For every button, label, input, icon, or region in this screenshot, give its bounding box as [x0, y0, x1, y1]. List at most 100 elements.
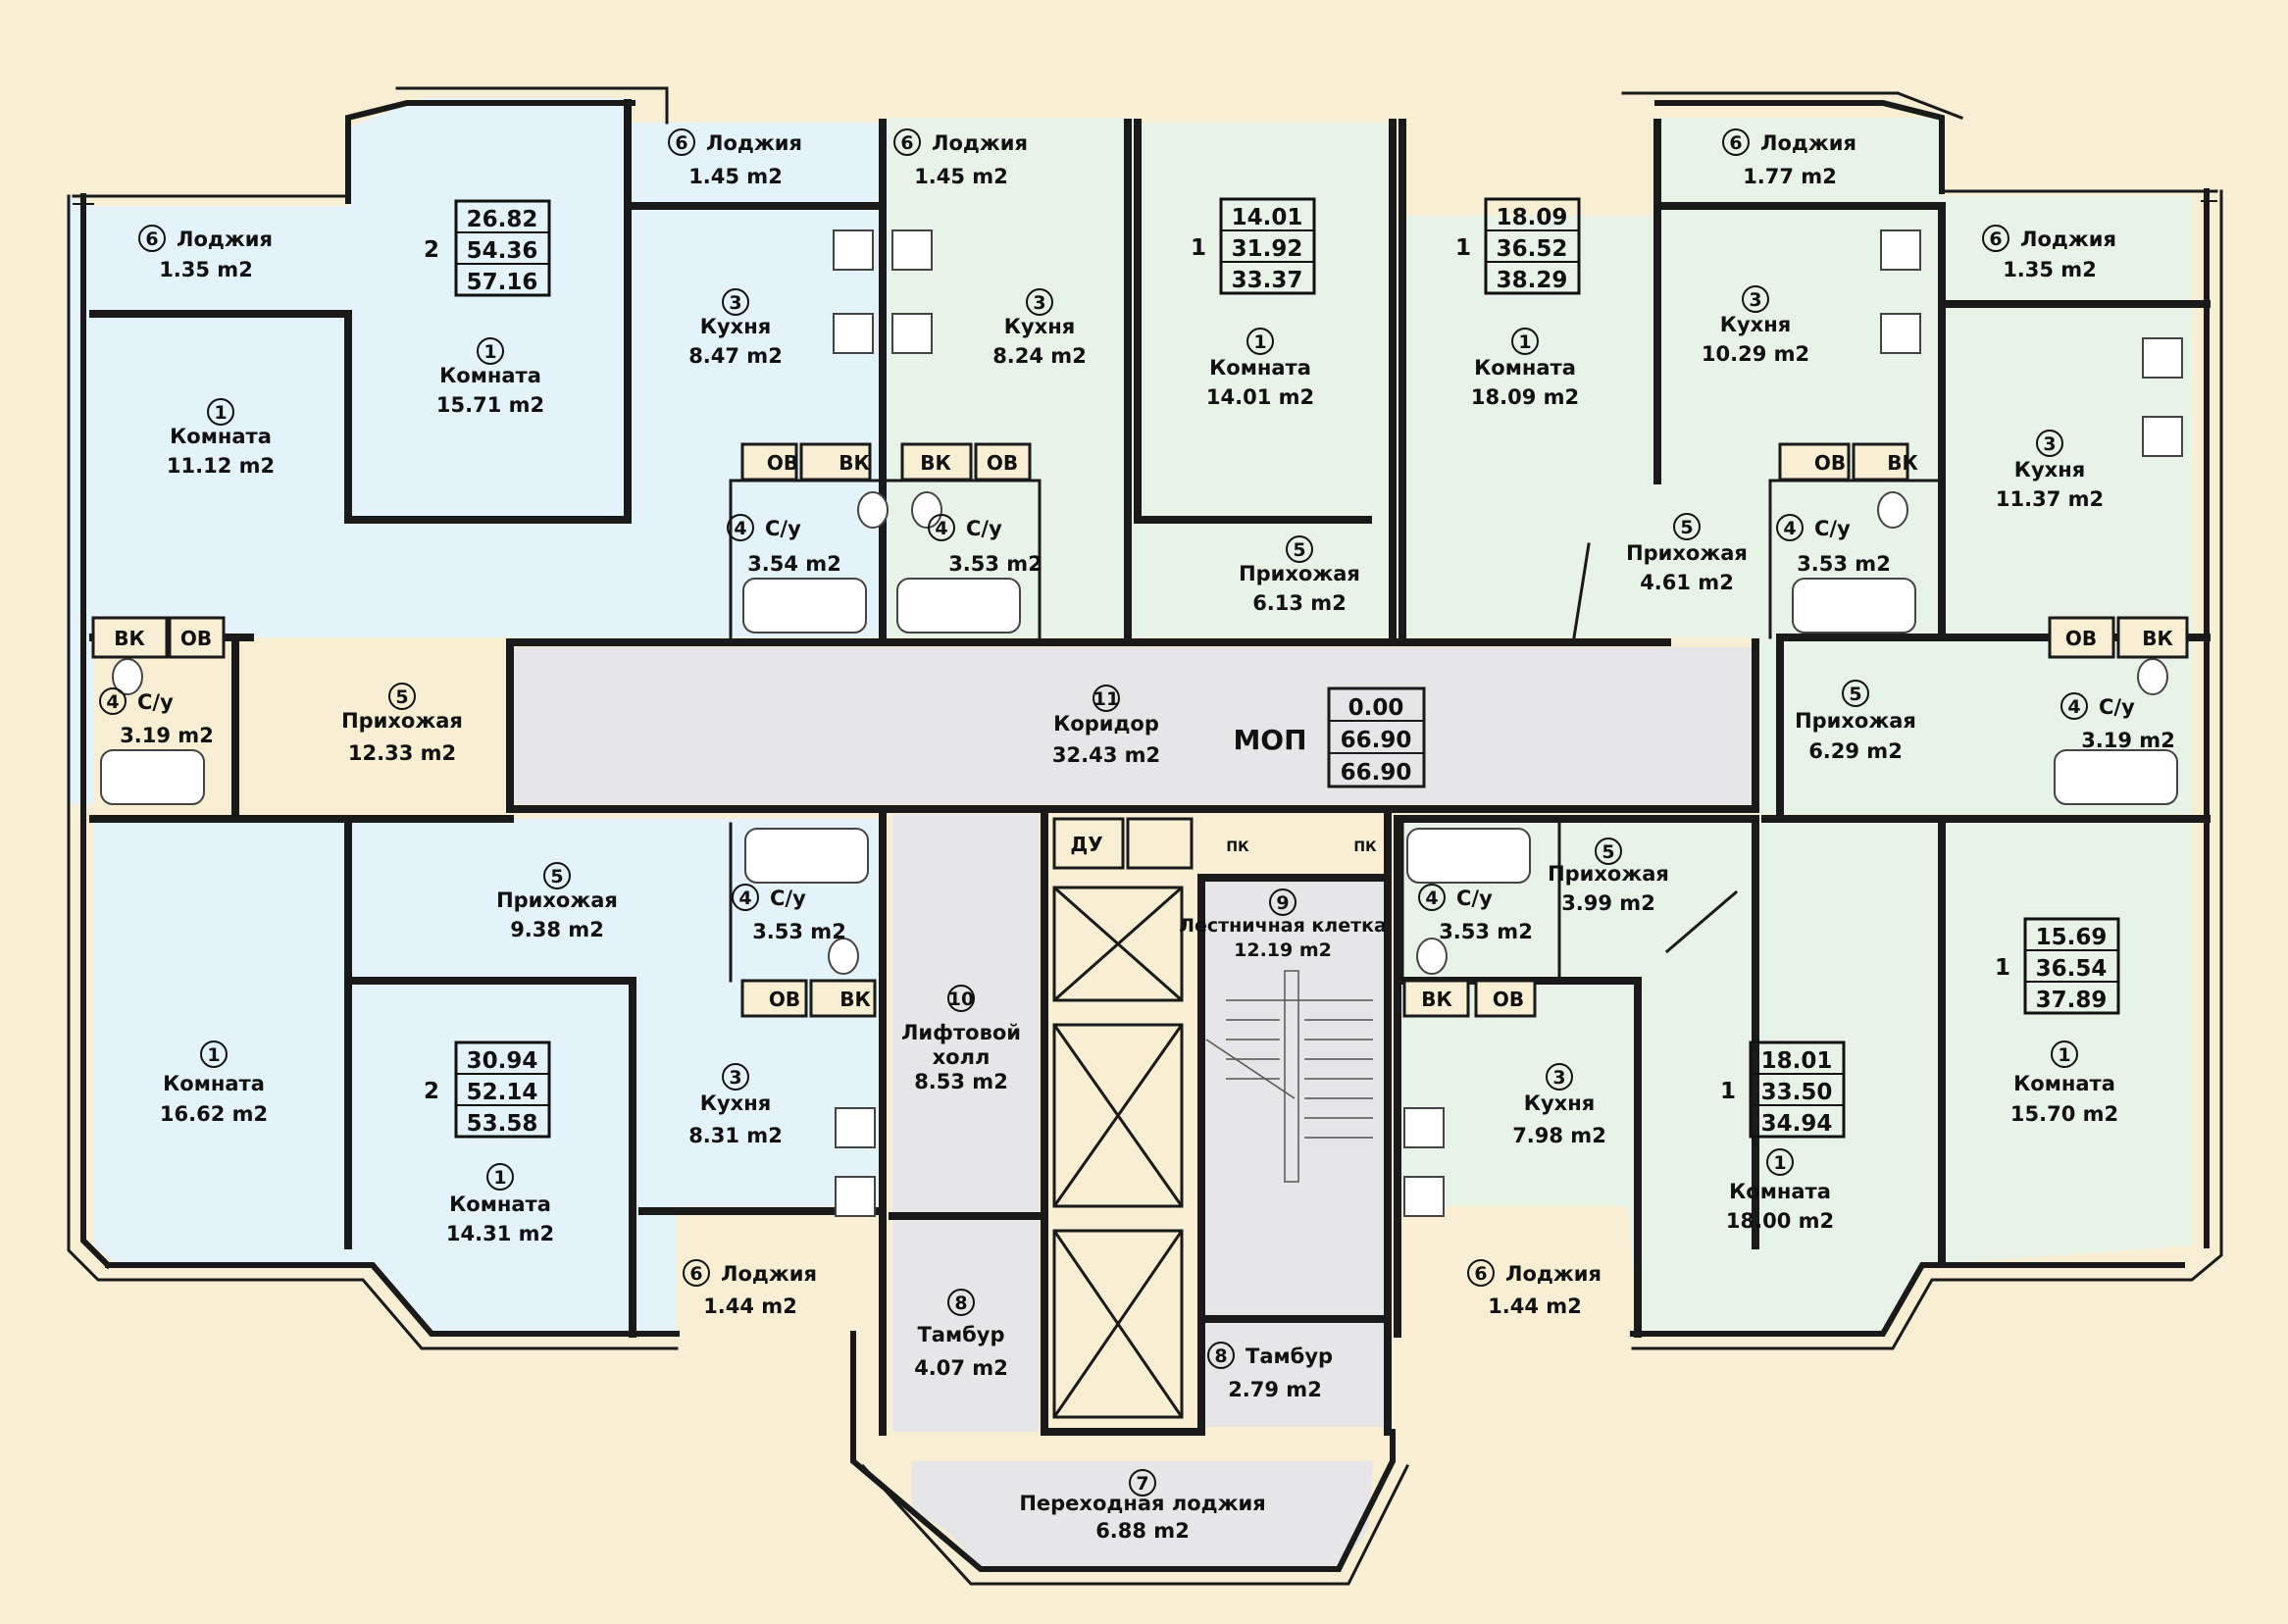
room-number: 3 — [729, 292, 741, 314]
svg-text:ВК: ВК — [839, 988, 871, 1011]
apartment-room-count: 1 — [1995, 955, 2010, 981]
stoves — [833, 229, 2183, 1217]
svg-text:ОВ: ОВ — [769, 988, 800, 1011]
room-number-circle — [2051, 1040, 2078, 1068]
svg-text:ОВ: ОВ — [1493, 988, 1524, 1011]
room-number: 5 — [395, 686, 408, 708]
room-area: 12.19 m2 — [1234, 939, 1332, 961]
svg-text:0.00: 0.00 — [1348, 695, 1404, 721]
toilet — [2137, 658, 2168, 695]
room-number: 1 — [207, 1044, 220, 1066]
room-name: Лестничная клетка — [1179, 915, 1387, 937]
bathtub — [100, 749, 205, 805]
room-number: 5 — [550, 866, 563, 888]
room-name: Кухня — [700, 1091, 771, 1115]
room-name: Переходная лоджия — [1019, 1492, 1265, 1515]
room-name: С/у — [137, 690, 174, 714]
room-name: Кухня — [2014, 458, 2085, 482]
room-number-circle — [1982, 225, 2009, 252]
bathtub — [2054, 749, 2178, 805]
room-name: Прихожая — [496, 888, 618, 912]
room-area: 8.31 m2 — [688, 1124, 783, 1147]
room-name: Прихожая — [1548, 862, 1669, 886]
apartment-area-value: 54.36 — [467, 238, 538, 264]
room-number-circle — [1842, 680, 1869, 707]
bathtub — [896, 578, 1021, 634]
room-number-circle — [2060, 692, 2088, 720]
room-area: 18.09 m2 — [1471, 385, 1579, 409]
room-name: Лоджия — [721, 1262, 817, 1286]
room-area: 3.19 m2 — [120, 724, 214, 747]
svg-text:ОВ: ОВ — [180, 627, 212, 650]
room-name: Лоджия — [932, 131, 1028, 155]
apartment-area-value: 34.94 — [1761, 1111, 1833, 1137]
room-number: 10 — [948, 989, 974, 1010]
room-number: 4 — [734, 518, 746, 539]
room-number-circle — [928, 514, 955, 541]
room-area: 1.45 m2 — [914, 165, 1008, 188]
room-area: 12.33 m2 — [348, 741, 456, 765]
room-name: Прихожая — [1795, 709, 1916, 733]
svg-text:ПК: ПК — [1226, 839, 1249, 855]
room-name: Тамбур — [917, 1323, 1004, 1346]
room-area: 11.12 m2 — [167, 454, 275, 478]
room-number-circle — [732, 884, 759, 911]
room-name: Лоджия — [706, 131, 802, 155]
room-area: 7.98 m2 — [1512, 1124, 1606, 1147]
apt-right-bottom-fill — [1398, 819, 2192, 1334]
apartment-room-count: 1 — [1191, 235, 1206, 261]
room-name: Тамбур — [1246, 1345, 1333, 1368]
svg-text:ВК: ВК — [839, 451, 870, 475]
room-name: холл — [933, 1045, 991, 1069]
room-number-circle — [99, 687, 127, 715]
room-number-circle — [1546, 1063, 1573, 1091]
room-name: С/у — [2099, 695, 2135, 719]
room-number: 1 — [483, 341, 496, 363]
apartment-room-count: 1 — [1455, 235, 1471, 261]
room-area: 9.38 m2 — [510, 918, 604, 941]
room-area: 3.19 m2 — [2081, 729, 2175, 752]
apartment-area-value: 26.82 — [467, 207, 538, 232]
transit-loggia-fill — [912, 1461, 1373, 1569]
room-number: 4 — [2067, 696, 2080, 718]
room-number: 3 — [1033, 292, 1045, 314]
room-number-circle — [683, 1259, 710, 1287]
apartment-area-value: 33.50 — [1761, 1080, 1833, 1105]
apartment-area-value: 57.16 — [467, 270, 538, 295]
svg-text:66.90: 66.90 — [1341, 728, 1412, 753]
room-name: Кухня — [700, 315, 771, 338]
room-area: 15.70 m2 — [2010, 1102, 2118, 1126]
stair-fill — [1204, 878, 1386, 1427]
room-name: С/у — [1814, 517, 1851, 540]
room-number: 1 — [493, 1167, 506, 1189]
room-number: 5 — [1293, 539, 1305, 561]
shaft-2 — [1126, 817, 1194, 870]
room-number: 1 — [1773, 1152, 1786, 1174]
room-name: Кухня — [1720, 313, 1791, 336]
room-number-circle — [1467, 1259, 1495, 1287]
apartment-area-value: 18.09 — [1497, 205, 1568, 230]
bathtub — [1792, 578, 1916, 634]
room-number: 6 — [900, 132, 913, 154]
room-number-circle — [1742, 285, 1769, 313]
room-number-circle — [722, 288, 749, 316]
room-area: 1.77 m2 — [1743, 165, 1837, 188]
room-area: 3.99 m2 — [1561, 891, 1655, 915]
room-number: 9 — [1276, 892, 1289, 914]
room-area: 1.45 m2 — [688, 165, 783, 188]
bathtub — [1406, 828, 1531, 884]
